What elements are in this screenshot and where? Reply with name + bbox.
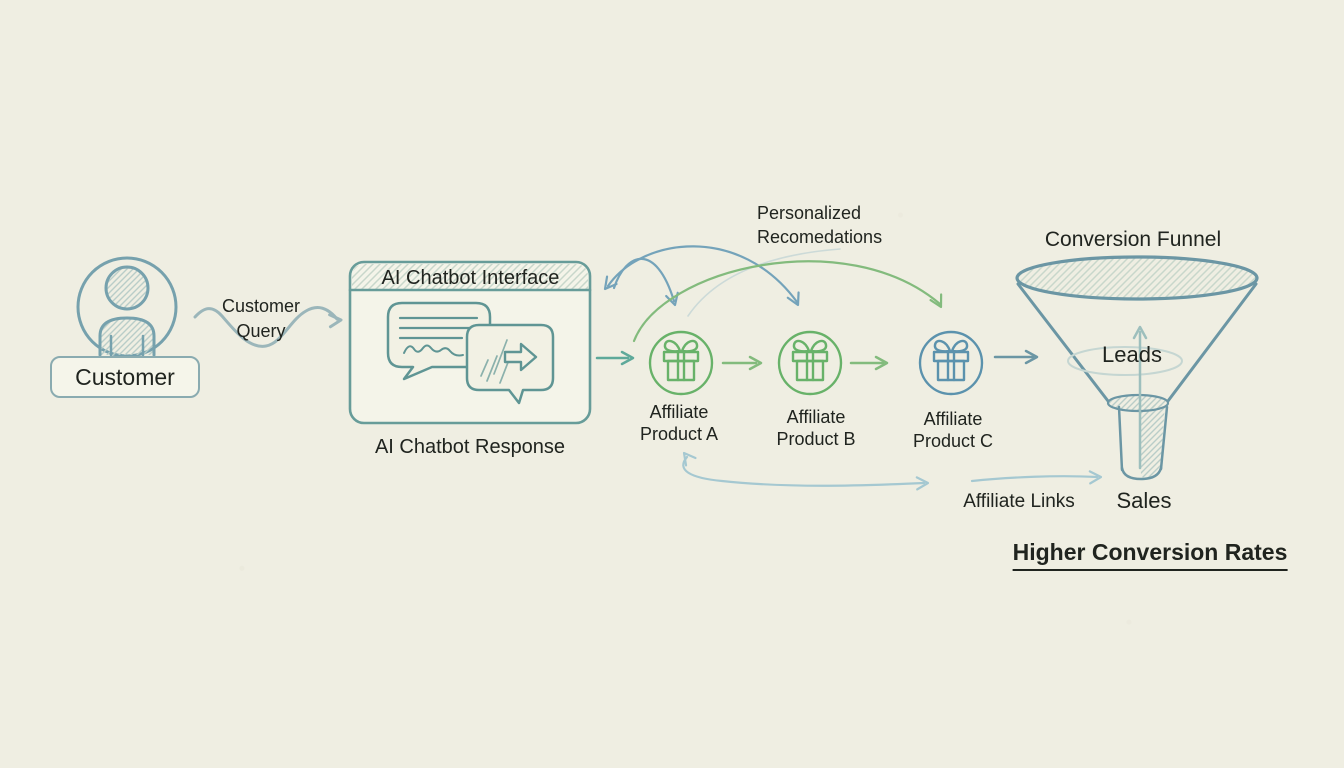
funnel-title: Conversion Funnel [1044,228,1222,251]
arrow-icon [721,355,763,371]
product-c-label: Affiliate Product C [912,409,994,451]
arrow-icon [595,350,635,366]
customer-label: Customer [75,363,175,390]
customer-query-arrow-icon [193,306,343,348]
arc-to-product-c [632,260,948,343]
personalized-recommendations-label: Personalized Recomedations [757,203,883,247]
affiliate-links-arrow-icon [970,469,1103,485]
arrow-icon [849,355,889,371]
product-a-label: Affiliate Product A [639,402,719,444]
chatbot-title: AI Chatbot Interface [381,267,560,289]
gift-icon [648,330,714,396]
affiliate-links-label: Affiliate Links [963,491,1075,512]
funnel-up-arrow-icon [1132,325,1148,470]
gift-icon [777,330,843,396]
funnel-icon [1015,255,1259,481]
bottom-arrows [678,448,1103,491]
scribble-text-icon [403,344,464,357]
arc-chatbot-product-b [599,245,805,309]
customer-query-label: Customer Query [221,296,301,341]
recommendation-arcs [599,245,948,343]
customer-node: Customer [50,356,200,398]
outcome-label: Higher Conversion Rates [1012,538,1288,572]
product-b-label: Affiliate Product B [776,407,856,449]
person-icon [76,256,178,358]
gift-icon [918,330,984,396]
chatbot-header-bar [352,264,588,289]
sales-label: Sales [1116,488,1172,513]
leads-label: Leads [1102,342,1162,367]
chat-bubble-icon [386,301,492,381]
hatch-marks-icon [480,339,513,384]
faint-arc [687,248,841,317]
flow-arrows [595,349,1039,371]
chat-reply-bubble-icon [465,323,555,405]
leads-level-ellipse [1067,346,1183,376]
send-arrow-icon [503,342,538,372]
return-arc [678,448,930,491]
arrow-icon [993,349,1039,365]
chatbot-caption: AI Chatbot Response [374,436,566,458]
